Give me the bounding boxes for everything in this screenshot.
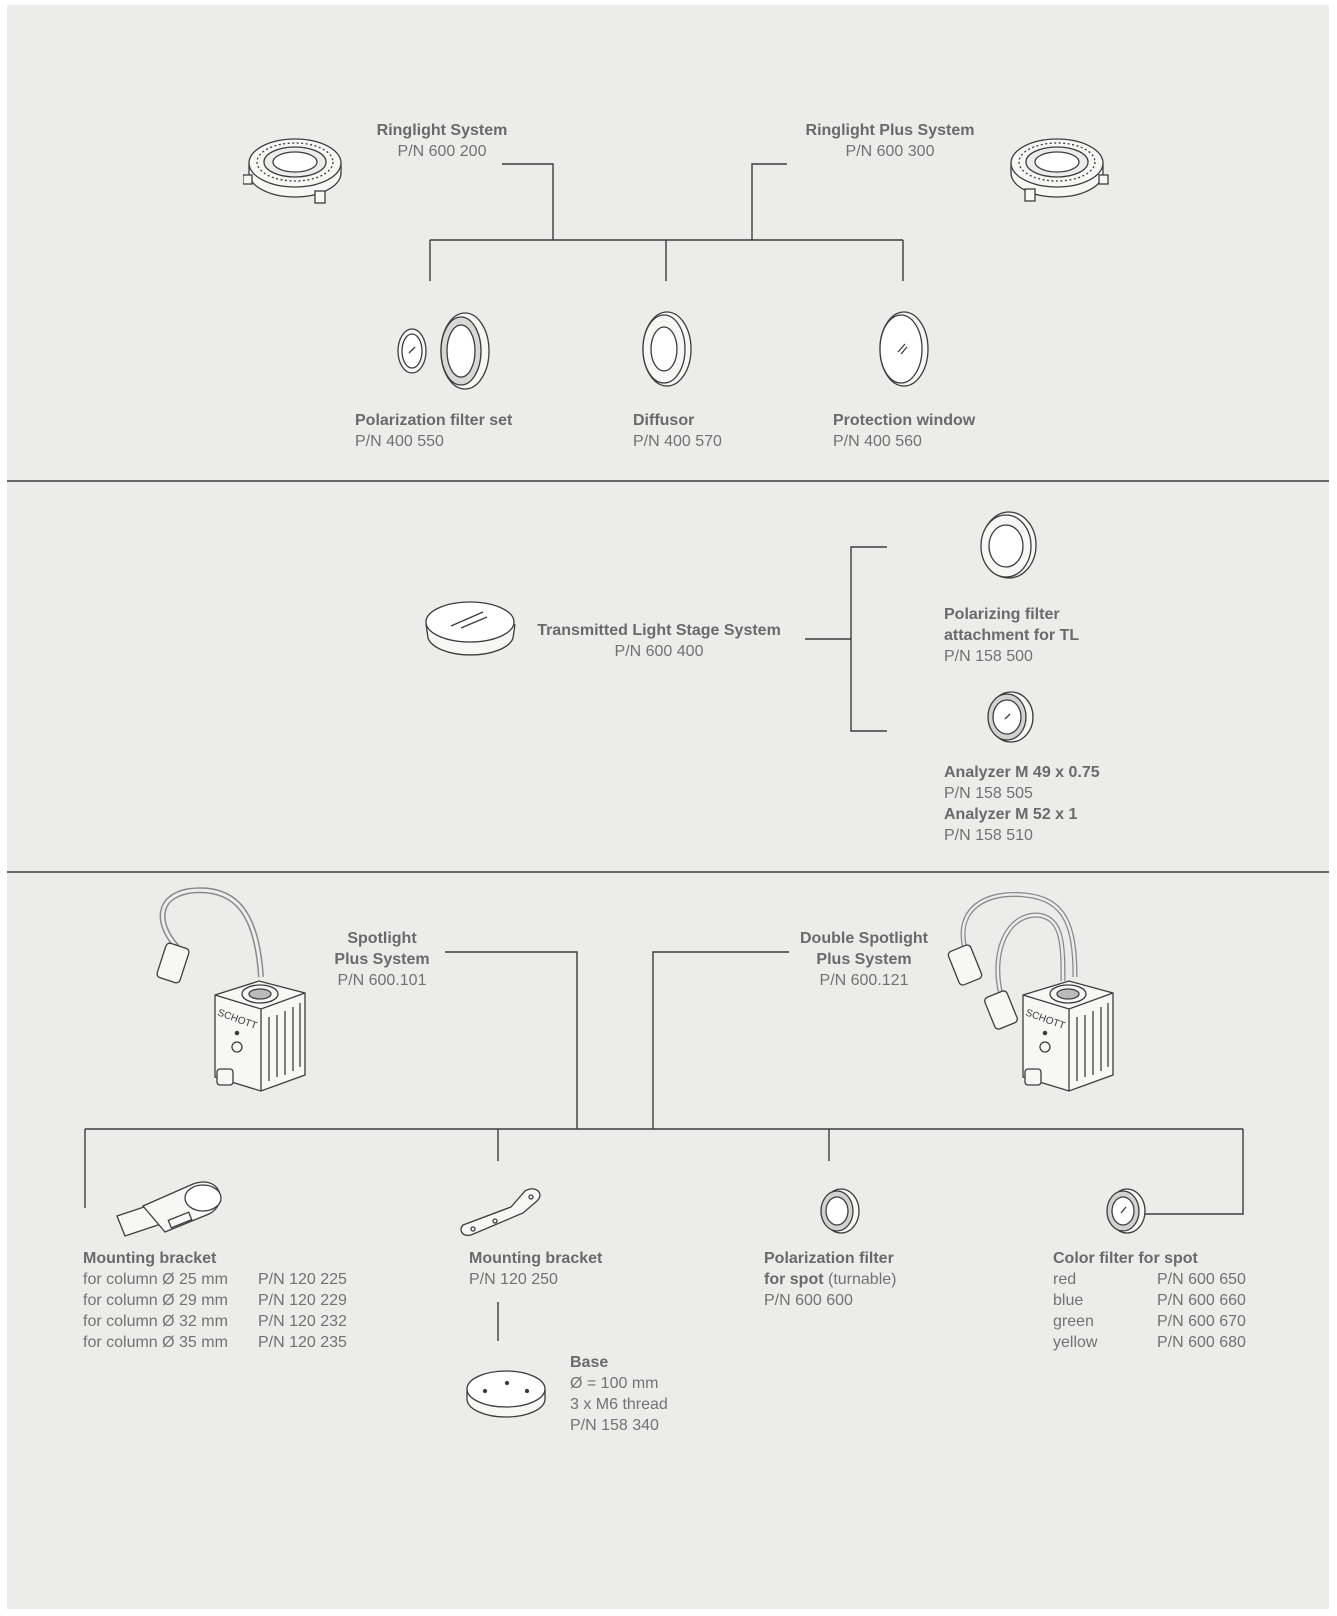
polarizing-filter-tl-illustration bbox=[980, 511, 1037, 579]
spotlight-plus-illustration: SCHOTT bbox=[156, 887, 306, 1092]
double-spotlight-name-line2: Plus System bbox=[816, 951, 912, 968]
connector-ringlight bbox=[502, 163, 554, 240]
transmitted-light-stage-illustration bbox=[425, 601, 516, 656]
mounting-bracket-name: Mounting bracket bbox=[469, 1250, 603, 1267]
ringlight-plus-system-pn: P/N 600 300 bbox=[845, 143, 935, 160]
double-spotlight-plus-illustration: SCHOTT bbox=[947, 891, 1114, 1092]
base-thread: 3 x M6 thread bbox=[570, 1396, 668, 1413]
polarization-filter-set-pn: P/N 400 550 bbox=[355, 433, 444, 450]
mounting-bracket-pn: P/N 120 250 bbox=[469, 1271, 558, 1288]
polarization-filter-spot-pn: P/N 600 600 bbox=[764, 1292, 853, 1309]
protection-window-illustration bbox=[879, 311, 929, 387]
ringlight-system-name: Ringlight System bbox=[376, 122, 508, 139]
transmitted-stage-name: Transmitted Light Stage System bbox=[537, 622, 781, 639]
spotlight-plus-name-line1: Spotlight bbox=[347, 930, 417, 947]
color-filter-name: Color filter for spot bbox=[1053, 1250, 1198, 1267]
protection-window-pn: P/N 400 560 bbox=[833, 433, 922, 450]
double-spotlight-name-line1: Double Spotlight bbox=[800, 930, 928, 947]
connector-spotlight bbox=[445, 951, 578, 1129]
analyzer-52-pn: P/N 158 510 bbox=[944, 827, 1033, 844]
analyzer-49-pn: P/N 158 505 bbox=[944, 785, 1033, 802]
polarization-filter-spot-illustration bbox=[820, 1188, 860, 1234]
diffusor-illustration bbox=[642, 311, 692, 387]
accessory-overview-page: Ringlight System P/N 600 200 Ringlight P… bbox=[7, 5, 1329, 1609]
ringlight-plus-system-name: Ringlight Plus System bbox=[805, 122, 975, 139]
polarizing-filter-tl-name-line1: Polarizing filter bbox=[944, 606, 1060, 623]
ringlight-illustration bbox=[243, 138, 342, 204]
connector-ringlight-plus bbox=[751, 163, 787, 240]
base-pn: P/N 158 340 bbox=[570, 1417, 659, 1434]
base-illustration bbox=[466, 1370, 546, 1418]
analyzer-illustration bbox=[987, 691, 1034, 743]
mounting-bracket-illustration bbox=[460, 1188, 541, 1236]
spotlight-plus-pn: P/N 600.101 bbox=[337, 972, 427, 989]
base-name: Base bbox=[570, 1354, 609, 1371]
spotlight-plus-name-line2: Plus System bbox=[334, 951, 430, 968]
mounting-bracket-column-name: Mounting bracket bbox=[83, 1250, 217, 1267]
polarizing-filter-tl-pn: P/N 158 500 bbox=[944, 648, 1033, 665]
mounting-bracket-column-illustration bbox=[116, 1181, 222, 1237]
base-diameter: Ø = 100 mm bbox=[570, 1375, 659, 1392]
polarizing-filter-tl-name-line2: attachment for TL bbox=[944, 627, 1080, 644]
color-filter-illustration bbox=[1106, 1188, 1146, 1234]
connector-stage-bracket bbox=[850, 546, 887, 732]
connector-double-spotlight bbox=[652, 951, 789, 1129]
double-spotlight-pn: P/N 600.121 bbox=[819, 972, 909, 989]
polarization-filter-spot-name-line2: for spot (turnable) bbox=[764, 1271, 897, 1288]
analyzer-52-name: Analyzer M 52 x 1 bbox=[944, 806, 1078, 823]
polarization-filter-set-illustration bbox=[397, 312, 490, 390]
transmitted-stage-pn: P/N 600 400 bbox=[614, 643, 704, 660]
diffusor-pn: P/N 400 570 bbox=[633, 433, 722, 450]
polarization-filter-set-name: Polarization filter set bbox=[355, 412, 513, 429]
diffusor-name: Diffusor bbox=[633, 412, 695, 429]
polarization-filter-spot-name-line1: Polarization filter bbox=[764, 1250, 894, 1267]
connector-lines bbox=[7, 163, 1329, 1341]
ringlight-system-pn: P/N 600 200 bbox=[397, 143, 487, 160]
ringlight-plus-illustration bbox=[1010, 138, 1109, 202]
analyzer-49-name: Analyzer M 49 x 0.75 bbox=[944, 764, 1100, 781]
protection-window-name: Protection window bbox=[833, 412, 976, 429]
